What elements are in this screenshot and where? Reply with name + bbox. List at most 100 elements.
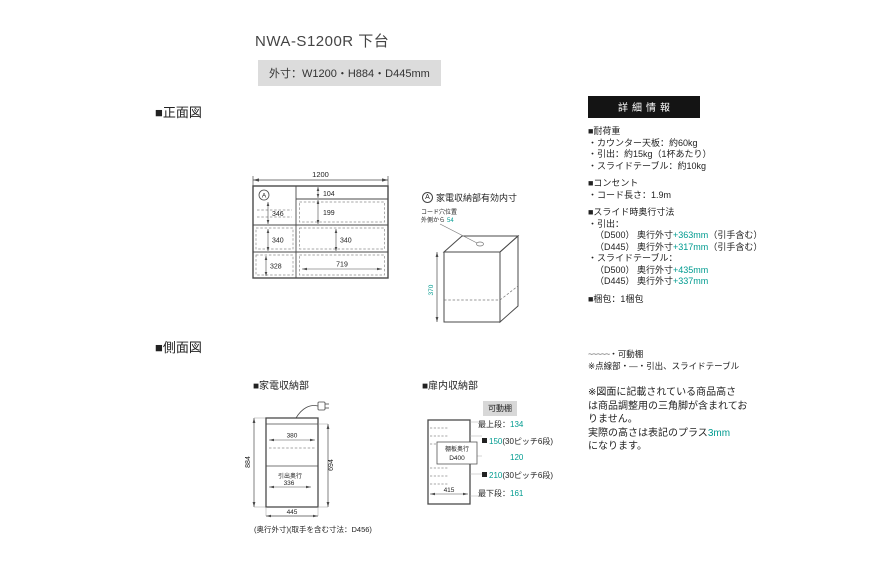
shelf-gap-120: 120 [510,453,523,462]
side-view-section-label: ■側面図 [155,340,202,355]
ann-value: 120 [510,453,524,462]
ann-label: 最下段： [478,489,510,498]
info-line: ・コード長さ：1.9m [588,189,672,200]
side1-dim-380: 380 [287,433,298,440]
front-a-mark: A [262,193,267,200]
shelf-depth-box [436,441,478,465]
info-line: ・カウンター天板：約60kg [588,137,698,148]
pitch-bullet-icon [482,438,487,443]
side1-outline [265,417,319,508]
sketch-label-text: 家電収納部有効内寸 [436,193,518,203]
ann-label: 最上段： [478,420,510,429]
info-pack: ■梱包：1梱包 [588,293,644,304]
legend-label: ・引出、スライドテーブル [637,361,740,371]
ann-value: 150 [489,437,503,446]
dim-text: （引手含む） [708,230,763,240]
info-line: ・スライドテーブル：約10kg [588,160,706,171]
side1-drawer-depth-label: 引出奥行 [278,472,302,480]
cord-hole-label-2: 外側から [421,216,445,224]
info-outlet-title: ■コンセント [588,178,639,188]
info-slide-title: ■スライド時奥行寸法 [588,207,675,217]
legend-label: ・可動棚 [609,349,644,359]
cabinet-outline [252,185,389,279]
note-line: ※図面に記載されている商品高さ [588,387,737,398]
shelf-pitch-210: 210(30ピッチ6段) [482,470,553,481]
info-line: ・引出： [588,218,625,229]
outer-dimensions-badge: 外寸：W1200・H884・D445mm [258,60,441,86]
front-dim-340-right: 340 [340,238,352,245]
front-dim-199: 199 [323,210,335,217]
ann-value: 161 [510,489,524,498]
info-line: ・引出：約15kg（1杯あたり） [588,149,712,159]
note-line: は商品調整用の三角脚が含まれてお [588,400,748,412]
info-line: （D445） 奥行外寸+337mm [588,276,858,288]
ann-value: 210 [489,471,503,480]
dim-text: （引手含む） [708,241,763,252]
a-mark-icon: A [422,192,433,203]
front-dim-104: 104 [323,191,335,198]
appliance-side-view-drawing: 884 380 引出奥行 336 694 445 [245,401,335,518]
shelf-pitch-150: 150(30ピッチ6段) [482,436,553,447]
info-line: （D445） 奥行外寸+317mm（引手含む） [588,242,858,254]
appliance-section-label: ■家電収納部 [253,381,310,392]
dim-value: +435mm [673,264,709,275]
power-plug-icon [295,401,329,419]
page-title: NWA-S1200R 下台 [255,33,390,50]
note-line: 実際の高さは表記のプラス3mm [588,427,818,441]
dim-value: +337mm [673,276,709,286]
side1-note: (奥行外寸)(取手を含む寸法：D456) [254,525,372,534]
dim-text: （D500） 奥行外寸 [595,264,674,275]
legend-movable-shelf: ~~~~~・可動棚 [588,348,739,360]
front-dim-346: 346 [272,211,284,218]
side1-dim-694: 694 [328,459,335,471]
info-line: （D500） 奥行外寸+435mm [588,265,858,277]
movable-shelf-chip: 可動棚 [483,401,517,416]
ann-label: (30ピッチ6段) [502,437,554,446]
cord-hole [476,241,484,247]
height-note: ※図面に記載されている商品高さ は商品調整用の三角脚が含まれてお りません。 実… [588,386,818,454]
pitch-bullet-icon [482,472,487,477]
sketch-dim-370: 370 [428,284,435,295]
side1-dim-445: 445 [287,509,298,516]
legend: ~~~~~・可動棚 ※点線部・―・引出、スライドテーブル [588,348,739,372]
dim-value: +317mm [673,241,709,252]
front-dim-719: 719 [336,262,348,269]
side1-dim-336: 336 [284,480,295,487]
ann-label: (30ピッチ6段) [502,471,554,480]
cord-hole-label-1: コード穴位置 [421,208,457,216]
front-dim-328: 328 [270,264,282,271]
front-view-section-label: ■正面図 [155,105,202,120]
note-text: 実際の高さは表記のプラス [588,427,708,439]
front-dim-1200: 1200 [312,170,329,179]
shelf-depth-value: D400 [449,455,465,462]
legend-label: ※点線部・ [588,361,630,371]
dash-line-icon: ― [629,361,638,371]
front-view-drawing: 1200 A [252,170,389,279]
a-mark-circle [258,189,270,201]
front-dim-340-left: 340 [272,238,284,245]
door-section-label: ■扉内収納部 [422,381,479,392]
side2-dim-415: 415 [444,487,455,494]
note-value-3mm: 3mm [707,427,731,439]
cord-hole-dim-54: 54 [447,218,454,224]
ann-value: 134 [510,420,524,429]
info-load-title: ■耐荷重 [588,126,621,136]
dim-value: +363mm [673,230,709,240]
shelf-depth-label: 棚板奥行 [445,445,469,453]
dim-text: （D500） 奥行外寸 [595,230,674,240]
shelf-top-row: 最上段：134 [478,419,523,430]
wavy-line-icon: ~~~~~ [588,349,610,359]
dim-text: （D445） 奥行外寸 [595,241,674,252]
detail-info-header: 詳細情報 [588,96,700,118]
note-line: になります。 [588,441,647,452]
detail-info-list: ■耐荷重 ・カウンター天板：約60kg ・引出：約15kg（1杯あたり） ・スラ… [588,126,858,305]
sketch-label: A 家電収納部有効内寸 [422,191,517,204]
dim-text: （D445） 奥行外寸 [595,276,674,286]
appliance-inner-sketch: コード穴位置 外側から 54 370 [421,208,520,324]
note-line: りません。 [588,414,638,425]
legend-dotted: ※点線部・―・引出、スライドテーブル [588,360,739,372]
side1-dim-884: 884 [245,456,252,468]
info-line: ・スライドテーブル： [588,253,678,263]
door-side-view-drawing: 棚板奥行 D400 415 [427,419,482,505]
